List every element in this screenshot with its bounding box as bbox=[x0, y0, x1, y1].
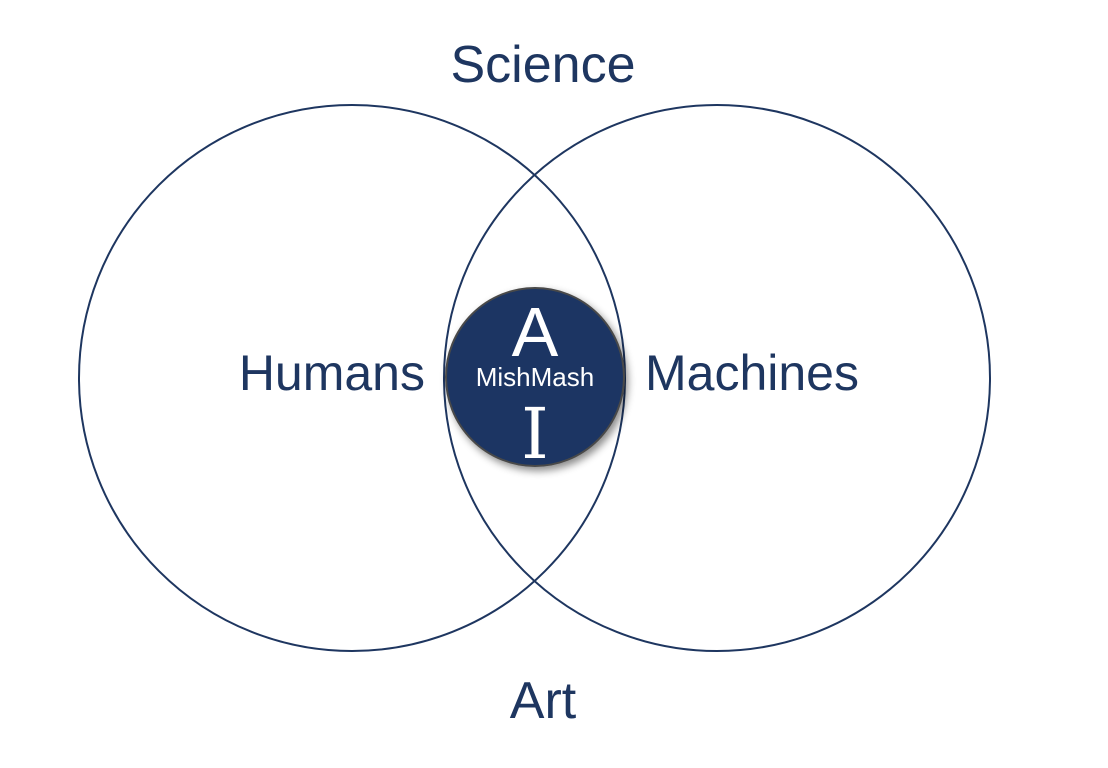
ai-mishmash-badge: A MishMash I bbox=[445, 287, 625, 475]
label-humans: Humans bbox=[239, 345, 425, 401]
badge-letter-a: A bbox=[512, 293, 559, 371]
label-machines: Machines bbox=[645, 345, 859, 401]
circle-machines bbox=[443, 104, 991, 652]
badge-circle bbox=[445, 287, 625, 467]
label-science: Science bbox=[451, 36, 636, 94]
badge-text-mishmash: MishMash bbox=[476, 362, 594, 392]
label-art: Art bbox=[510, 672, 577, 730]
badge-letter-i: I bbox=[521, 393, 549, 475]
circle-humans bbox=[78, 104, 626, 652]
